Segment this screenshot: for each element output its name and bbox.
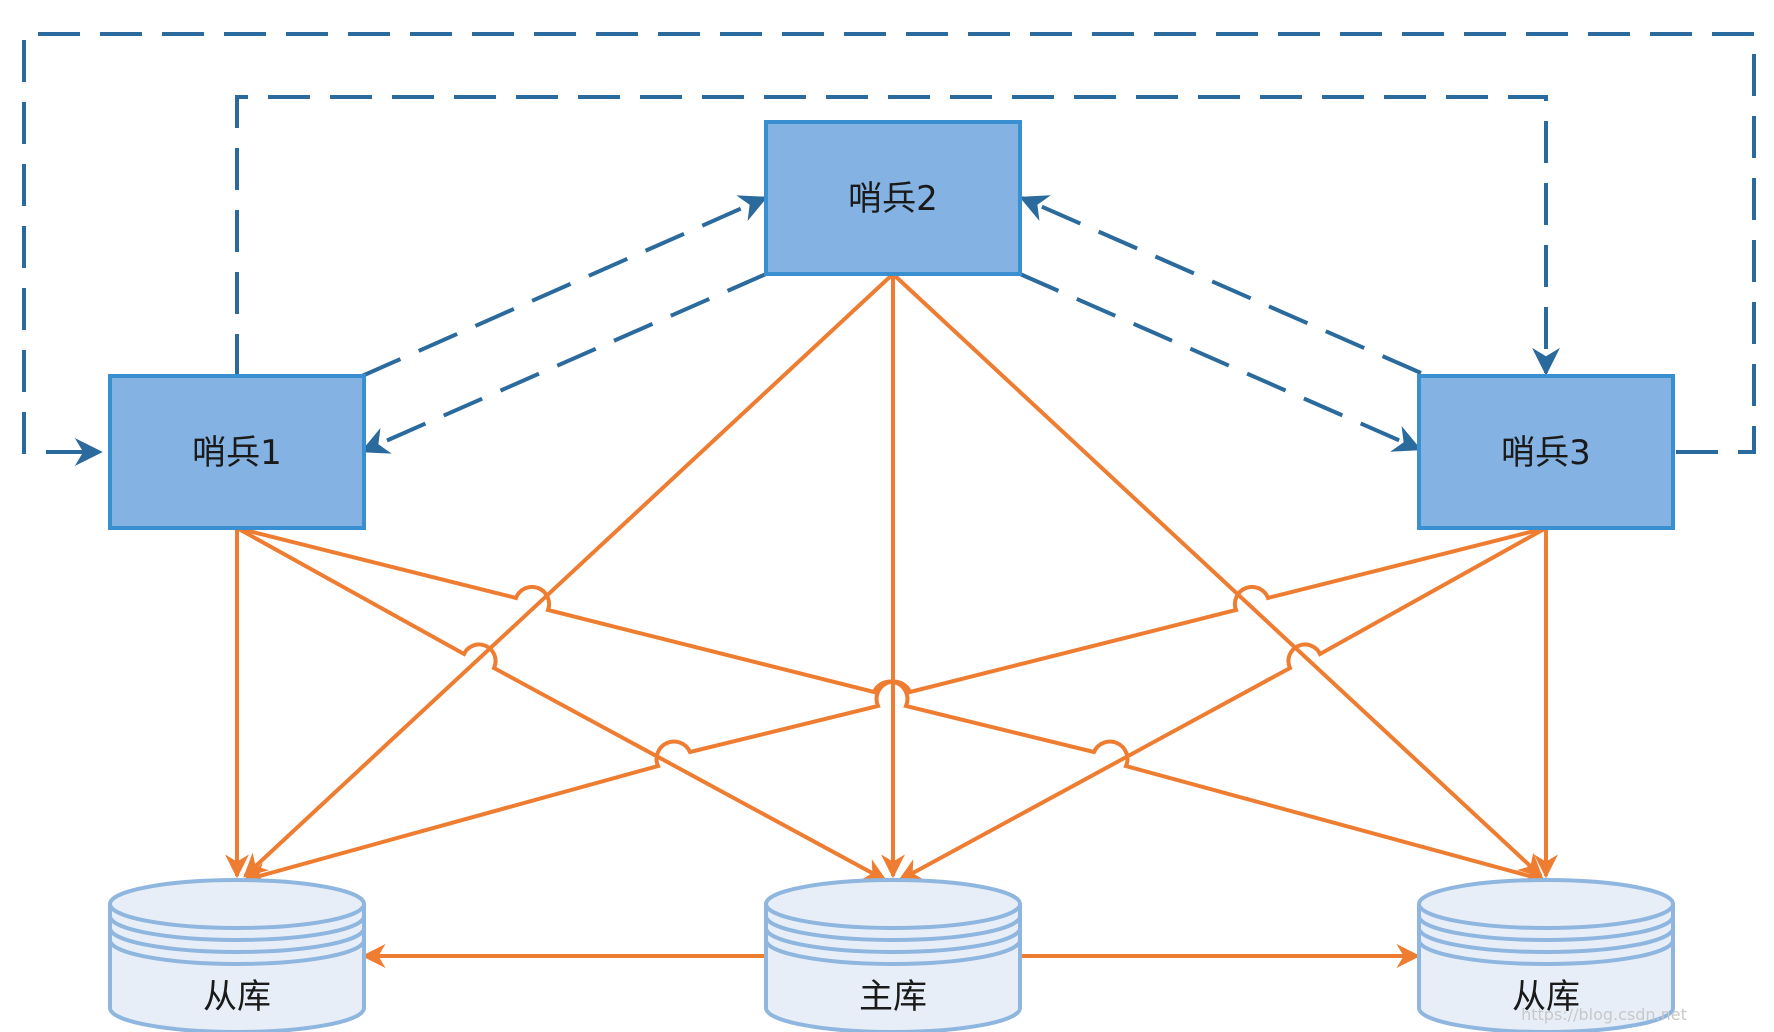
database-center-label: 主库 xyxy=(859,977,927,1017)
diagonal-dashed-links xyxy=(360,195,1422,454)
database-right[interactable]: 从库 xyxy=(1417,878,1675,1032)
sentinel-node-3[interactable]: 哨兵3 xyxy=(1417,374,1675,530)
link-s3-to-s2 xyxy=(1019,195,1422,375)
monitor-s2-db-left xyxy=(243,272,895,878)
sentinel-node-2[interactable]: 哨兵2 xyxy=(764,120,1022,276)
monitor-links xyxy=(225,272,1558,886)
link-s1-to-s2 xyxy=(361,195,768,378)
sentinel-1-label: 哨兵1 xyxy=(192,433,282,473)
database-center[interactable]: 主库 xyxy=(764,878,1022,1032)
database-left[interactable]: 从库 xyxy=(108,878,366,1032)
sentinel-node-1[interactable]: 哨兵1 xyxy=(108,374,366,530)
database-right-label: 从库 xyxy=(1512,977,1580,1017)
watermark: https://blog.csdn.net xyxy=(1521,1005,1687,1024)
link-s3-to-s1-outer xyxy=(22,32,1756,466)
monitor-s3-db-center xyxy=(897,526,1547,882)
link-s1-to-s3-inner xyxy=(235,95,1560,376)
outer-dashed-links xyxy=(22,32,1756,466)
monitor-s3-db-left xyxy=(242,526,1547,886)
sentinel-2-label: 哨兵2 xyxy=(848,179,938,219)
link-s2-to-s3 xyxy=(1019,272,1422,452)
monitor-s1-db-center xyxy=(236,526,888,882)
database-left-label: 从库 xyxy=(203,977,271,1017)
monitor-s2-db-right xyxy=(891,272,1543,878)
sentinel-3-label: 哨兵3 xyxy=(1501,433,1591,473)
link-s2-to-s1 xyxy=(360,272,767,454)
